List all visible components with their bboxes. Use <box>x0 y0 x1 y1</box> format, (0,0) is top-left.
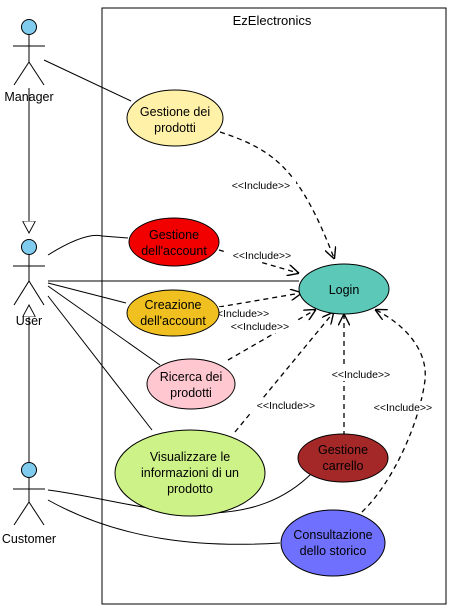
actor-customer-label: Customer <box>2 532 56 546</box>
use-case-shape <box>280 509 386 577</box>
actor-user[interactable] <box>13 239 45 306</box>
assoc-user-ricerca-prodotti <box>47 285 161 366</box>
use-case-consultazione[interactable]: Consultazione dello storico <box>280 509 386 577</box>
include-label-3: <<Include>> <box>211 308 269 320</box>
include-creazione-account-login <box>218 293 301 308</box>
include-labels: <<Include>> <<Include>> <<Include>> <<In… <box>205 179 438 414</box>
actor-head <box>21 239 37 255</box>
associations <box>43 59 313 545</box>
use-case-label: prodotti <box>154 121 196 135</box>
assoc-user-creazione-account <box>47 282 127 304</box>
use-case-shape <box>297 433 389 483</box>
actor-manager[interactable] <box>13 19 45 86</box>
use-case-shape <box>114 429 266 517</box>
assoc-manager-gestione-prodotti <box>43 59 132 102</box>
assoc-user-visualizzare <box>47 295 153 431</box>
actor-manager-label: Manager <box>4 90 53 104</box>
use-case-gestione-carrello[interactable]: Gestione carrello <box>297 433 389 483</box>
use-case-shape <box>128 217 220 267</box>
actor-head <box>21 462 37 478</box>
use-case-label: Ricerca dei <box>160 370 223 384</box>
use-case-label: dell'account <box>140 314 206 328</box>
include-label-6: <<Include>> <box>332 369 390 381</box>
include-label-1: <<Include>> <box>232 180 290 192</box>
use-case-label: Creazione <box>145 298 202 312</box>
include-visualizzare-login <box>234 313 333 433</box>
include-label-7: <<Include>> <box>374 402 432 414</box>
system-boundary <box>101 7 447 605</box>
use-case-label: Gestione <box>318 443 368 457</box>
use-case-label: carrello <box>323 459 364 473</box>
include-label-5: <<Include>> <box>257 400 315 412</box>
use-case-label: Visualizzare le <box>150 450 230 464</box>
use-case-label: prodotti <box>170 386 212 400</box>
use-case-creazione-account[interactable]: Creazione dell'account <box>126 289 220 337</box>
use-case-visualizzare[interactable]: Visualizzare le informazioni di un prodo… <box>114 429 266 517</box>
use-case-shape <box>146 358 236 410</box>
actor-customer[interactable] <box>13 462 45 526</box>
use-case-gestione-account[interactable]: Gestione dell'account <box>128 217 220 267</box>
use-case-label: dello storico <box>300 544 367 558</box>
use-case-label: Gestione <box>149 228 199 242</box>
assoc-customer-consultazione <box>47 499 281 545</box>
use-case-label: Consultazione <box>293 528 372 542</box>
use-case-shape <box>126 289 220 337</box>
use-case-gestione-prodotti[interactable]: Gestione dei prodotti <box>126 89 224 147</box>
include-gestione-prodotti-login <box>219 131 334 258</box>
include-label-2: <<Include>> <box>233 250 291 262</box>
system-title: EzElectronics <box>233 13 312 28</box>
use-case-label: Login <box>329 283 360 297</box>
use-case-label: prodotto <box>167 482 213 496</box>
use-case-label: Gestione dei <box>140 105 210 119</box>
actor-head <box>21 19 37 35</box>
include-consultazione-login <box>361 310 426 513</box>
include-label-4: <<Include>> <box>231 321 289 333</box>
use-case-label: dell'account <box>141 244 207 258</box>
include-ricerca-prodotti-login <box>227 310 315 361</box>
assoc-user-gestione-account <box>47 234 129 256</box>
use-case-login[interactable]: Login <box>298 263 390 315</box>
use-case-ricerca-prodotti[interactable]: Ricerca dei prodotti <box>146 358 236 410</box>
use-case-label: informazioni di un <box>141 466 239 480</box>
actor-user-label: User <box>16 314 42 328</box>
use-case-shape <box>126 89 224 147</box>
use-case-shape <box>298 263 390 315</box>
